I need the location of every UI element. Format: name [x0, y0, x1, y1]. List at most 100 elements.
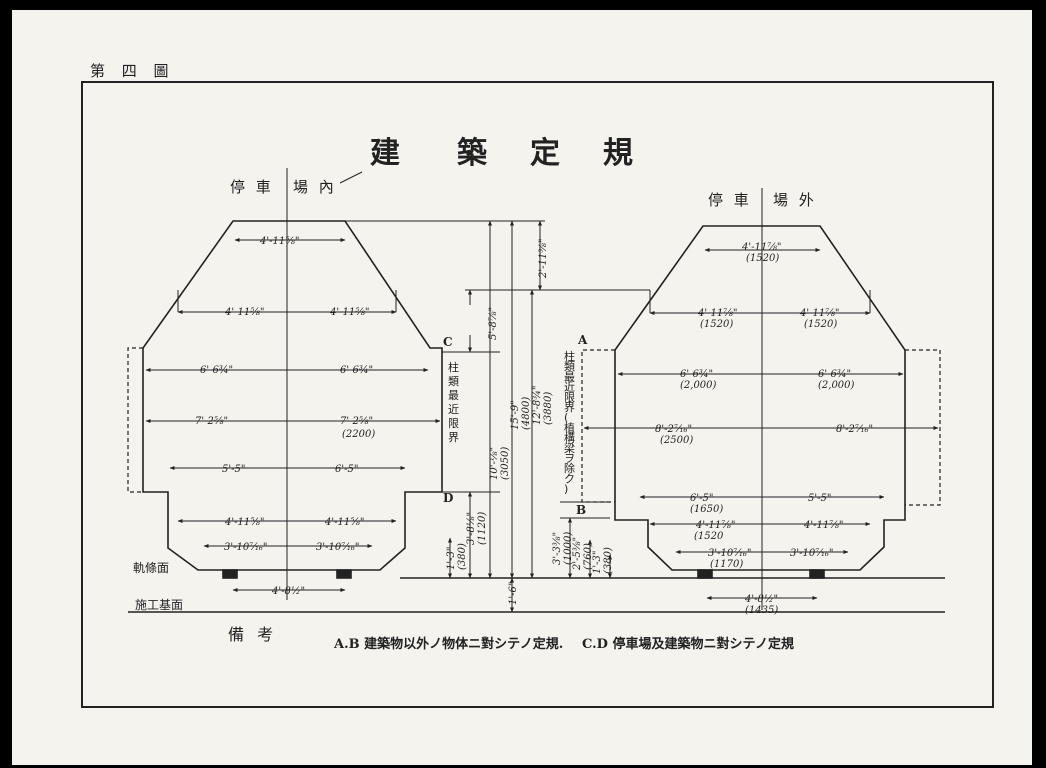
right-dim-base1-right: 4'-11⅞": [803, 520, 844, 531]
h-total-mm: (4800): [521, 397, 532, 430]
right-gauge-outline: [614, 225, 906, 571]
right-column-char-10: 梁: [564, 441, 575, 455]
right-dim-lower-left-mm: (1650): [690, 504, 723, 515]
h-3-mm: (3050): [500, 447, 511, 480]
right-column-char-12: 除: [564, 461, 575, 475]
left-dim-rail-gauge: 4'-8½": [271, 586, 305, 597]
right-dim-top-mm: (1520): [746, 253, 779, 264]
right-dim-upper-right-mm: (1520): [804, 319, 837, 330]
drawing-title: 建 築 定 規: [370, 136, 633, 171]
note-cd: C.D 停車場及建築物ニ對シテノ定規: [582, 636, 794, 652]
right-dim-mid2-right: 8'-2⁷⁄₁₆": [836, 424, 873, 435]
right-column-char-7: (: [564, 411, 568, 424]
right-dim-mid1-left-mm: (2,000): [680, 380, 717, 391]
right-dim-upper-left-mm: (1520): [700, 319, 733, 330]
right-dim-base2-right: 3'-10⁷⁄₁₆": [790, 548, 834, 559]
left-column-char-4: 近: [448, 403, 459, 416]
right-heading-2: 場 外: [773, 191, 817, 209]
left-gauge: 停 車 場 內: [127, 168, 443, 600]
left-dim-upper-left: 4'-11⅝": [224, 307, 265, 318]
right-dim-base1-left: 4'-11⅞": [695, 520, 736, 531]
rail-level-label: 軌條面: [133, 560, 169, 575]
left-dim-lower-right: 6'-5": [335, 464, 358, 475]
right-dim-mid1-right: 6'-6¾": [818, 369, 851, 380]
right-rail-right: [809, 569, 825, 579]
left-column-char-2: 類: [448, 375, 459, 388]
h-top2: 2'-11⅜": [538, 238, 549, 279]
left-heading-1: 停 車: [230, 178, 274, 196]
right-column-char-13: ク: [564, 472, 575, 485]
right-column-char-2: 類: [564, 360, 575, 373]
left-column-char-5: 限: [448, 417, 459, 430]
left-dim-base1-right: 4'-11⅝": [324, 517, 365, 528]
right-rail-left: [697, 569, 713, 579]
right-column-char-4: 近: [564, 381, 575, 394]
formation-level-label: 施工基面: [135, 598, 183, 612]
right-column-char-1: 柱: [564, 349, 575, 363]
right-h-1-mm: (1000): [563, 532, 574, 565]
right-column-char-14: ): [564, 483, 568, 496]
h-top-small: 5'-8⅞": [488, 307, 499, 340]
right-dim-base2-left: 3'-10⁷⁄₁₆": [708, 548, 752, 559]
h-2: 12'-8¾": [532, 385, 543, 425]
right-dim-mid2-left: 8'-2⁷⁄₁₆": [655, 424, 692, 435]
right-dim-mid1-right-mm: (2,000): [818, 380, 855, 391]
title-char-3: 定: [530, 136, 560, 171]
right-dim-top: 4'-11⅞": [741, 242, 782, 253]
right-heading-1: 停 車: [708, 191, 752, 209]
marker-d: D: [443, 491, 453, 505]
right-dim-upper-right: 4'-11⅞": [799, 308, 840, 319]
left-dim-lower-left: 5'-5": [222, 464, 245, 475]
note-ab: A.B 建築物以外ノ物体ニ對シテノ定規.: [333, 636, 563, 652]
right-dim-mid2-left-mm: (2500): [660, 435, 693, 446]
right-h-1: 3'-3⅜": [552, 532, 563, 565]
left-dim-base2-right: 3'-10⁷⁄₁₆": [316, 542, 360, 553]
left-gauge-outline: [142, 220, 443, 571]
heading-leader-line: [339, 171, 363, 184]
right-column-char-11: ヲ: [564, 452, 575, 465]
left-dim-mid2-right-mm: (2200): [342, 429, 375, 440]
left-dim-mid2-left: 7'-2⅝": [195, 416, 228, 427]
left-rail-right: [336, 569, 352, 579]
right-dim-rail-gauge: 4'-8½": [744, 594, 778, 605]
right-dim-base1-left-mm: (1520: [694, 531, 724, 542]
right-dashed-ext-l: [581, 349, 615, 503]
h-base: 1'-3": [446, 547, 457, 570]
right-column-char-6: 界: [564, 401, 575, 414]
left-dim-base1-left: 4'-11⅝": [224, 517, 265, 528]
right-dashed-ext-r: [905, 349, 941, 506]
left-dim-mid1-left: 6'-6¾": [200, 365, 233, 376]
drawing-sheet: [12, 10, 1032, 765]
right-dim-lower-left: 6'-5": [690, 493, 713, 504]
right-h-3-mm: (380): [603, 547, 614, 574]
h-total: 15'-9": [510, 400, 521, 430]
marker-a: A: [577, 333, 588, 347]
left-dim-upper-right: 4'-11⅝": [329, 307, 370, 318]
right-column-char-3: 最: [564, 370, 575, 383]
h-low: 3'-8⅛": [466, 512, 477, 545]
remarks-label: 備 考: [228, 625, 277, 644]
right-column-char-5: 限: [564, 391, 575, 404]
right-dim-rail-gauge-mm: (1435): [745, 605, 778, 616]
left-dim-top: 4'-11⅝": [259, 236, 300, 247]
left-column-char-1: 柱: [448, 360, 459, 374]
right-h-3: 1'-3": [592, 551, 603, 574]
right-dim-base2-left-mm: (1170): [710, 559, 743, 570]
drawing-frame: [81, 81, 994, 708]
left-column-char-3: 最: [448, 389, 459, 402]
left-dim-mid2-right: 7'-2⅝": [340, 416, 373, 427]
left-rail-left: [222, 569, 238, 579]
title-char-4: 規: [603, 136, 633, 171]
right-gauge: 停 車 場 外: [545, 188, 941, 610]
right-h-2-mm: (760): [583, 543, 594, 570]
height-dimension-texts: 5'-8⅞" 15'-9" (4800) 12'-8¾" (3880) 10'-…: [446, 238, 554, 605]
marker-c: C: [443, 335, 453, 349]
left-column-char-6: 界: [448, 431, 459, 444]
h-2-mm: (3880): [543, 392, 554, 425]
h-base-mm: (380): [457, 543, 468, 570]
title-char-2: 築: [457, 136, 488, 171]
marker-b: B: [576, 503, 586, 517]
left-dimension-texts: 4'-11⅝" 4'-11⅝" 4'-11⅝" 6'-6¾" 6'-6¾" 7'…: [195, 236, 375, 597]
left-column-markers: C D 柱 類 最 近 限 界: [443, 335, 459, 505]
